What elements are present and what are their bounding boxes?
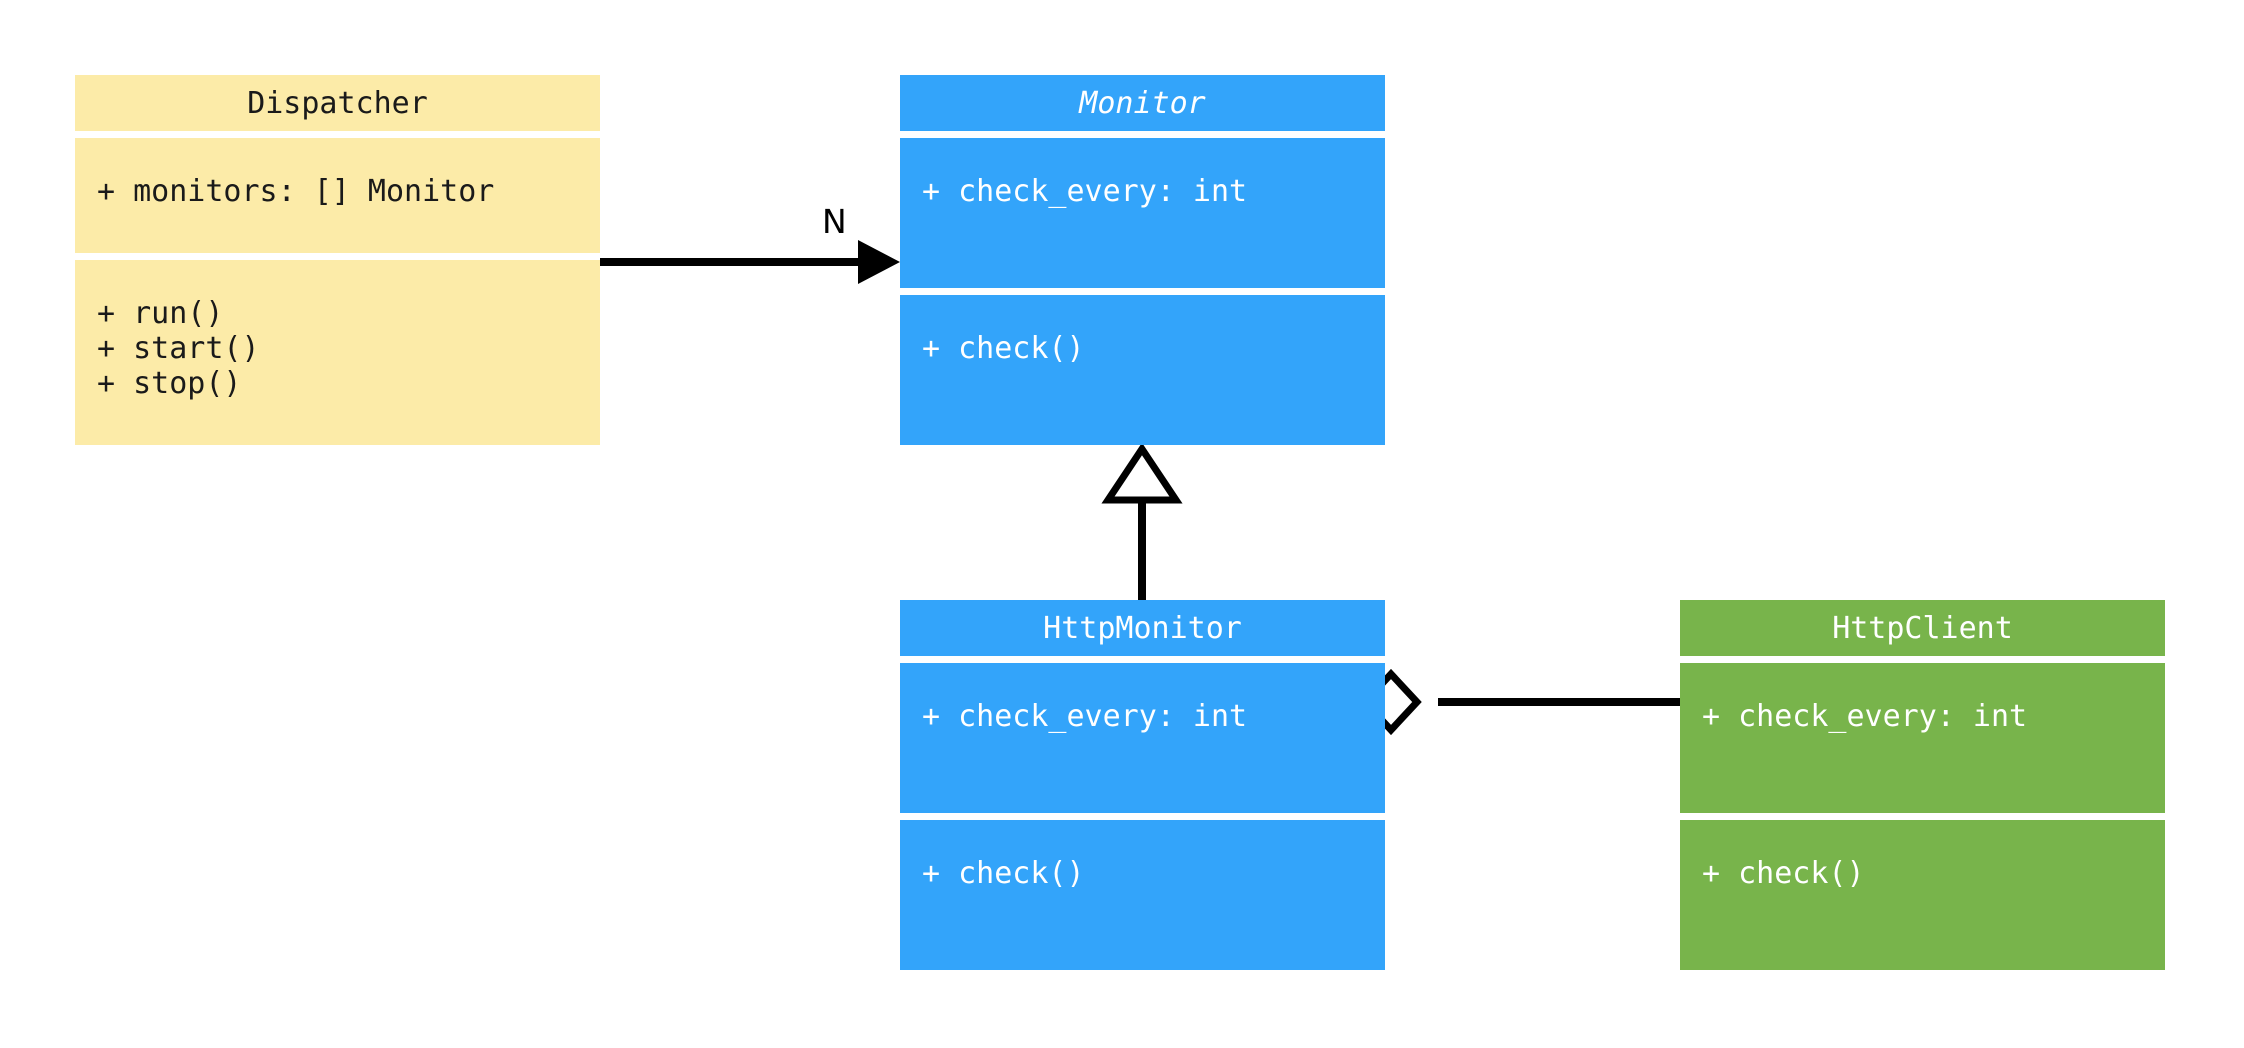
compartment-divider	[1680, 813, 2165, 820]
method-row: + run()	[97, 295, 224, 331]
compartment-divider	[900, 288, 1385, 295]
class-methods-httpclient: + check()	[1680, 820, 2165, 970]
association-multiplicity-label: N	[822, 202, 847, 241]
compartment-divider	[900, 813, 1385, 820]
compartment-divider	[75, 252, 600, 260]
edge-httpmonitor-to-monitor	[1101, 442, 1183, 600]
compartment-divider	[900, 656, 1385, 663]
class-box-dispatcher[interactable]: Dispatcher + monitors: [] Monitor + run(…	[75, 75, 600, 445]
class-box-httpclient[interactable]: HttpClient + check_every: int + check()	[1680, 600, 2165, 970]
method-row: + check()	[1702, 856, 1865, 891]
class-title-httpmonitor: HttpMonitor	[900, 600, 1385, 656]
class-attributes-httpclient: + check_every: int	[1680, 663, 2165, 813]
method-row: + stop()	[97, 366, 242, 402]
method-row: + start()	[97, 331, 260, 366]
attribute-row: + monitors: [] Monitor	[97, 174, 495, 209]
class-attributes-httpmonitor: + check_every: int	[900, 663, 1385, 813]
compartment-divider	[1680, 656, 2165, 663]
compartment-divider	[900, 131, 1385, 138]
class-attributes-monitor: + check_every: int	[900, 138, 1385, 288]
class-methods-httpmonitor: + check()	[900, 820, 1385, 970]
edge-httpmonitor-to-httpclient	[1360, 668, 1680, 736]
class-title-dispatcher: Dispatcher	[75, 75, 600, 131]
attribute-row: + check_every: int	[922, 174, 1248, 209]
class-title-monitor: Monitor	[900, 75, 1385, 131]
class-attributes-dispatcher: + monitors: [] Monitor	[75, 138, 600, 253]
class-methods-monitor: + check()	[900, 295, 1385, 445]
class-box-httpmonitor[interactable]: HttpMonitor + check_every: int + check()	[900, 600, 1385, 970]
class-methods-dispatcher: + run() + start() + stop()	[75, 259, 600, 445]
attribute-row: + check_every: int	[922, 699, 1248, 734]
method-row: + check()	[922, 331, 1085, 366]
class-box-monitor[interactable]: Monitor + check_every: int + check()	[900, 75, 1385, 445]
compartment-divider	[75, 131, 600, 138]
method-row: + check()	[922, 856, 1085, 891]
edge-dispatcher-to-monitor	[600, 240, 900, 284]
class-title-httpclient: HttpClient	[1680, 600, 2165, 656]
attribute-row: + check_every: int	[1702, 699, 2028, 734]
